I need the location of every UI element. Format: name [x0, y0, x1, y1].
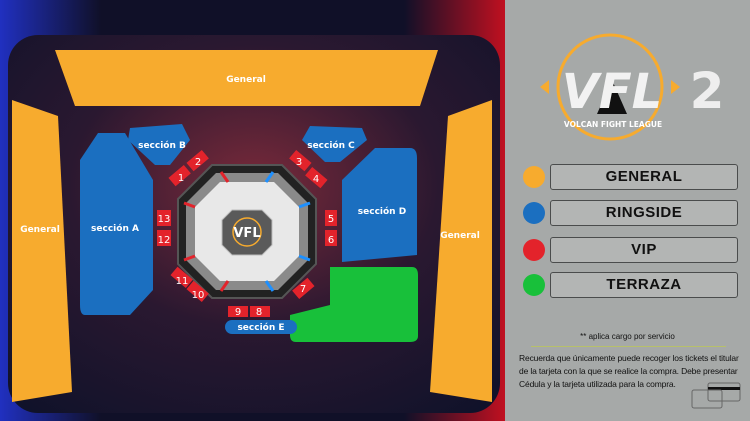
- legend-label: VIP: [550, 237, 738, 263]
- svg-text:13: 13: [158, 214, 171, 225]
- svg-text:2: 2: [195, 157, 201, 168]
- svg-text:2: 2: [690, 62, 725, 120]
- legend-label: TERRAZA: [550, 272, 738, 298]
- section-a[interactable]: sección A: [80, 133, 153, 315]
- svg-text:VFL: VFL: [233, 226, 260, 241]
- legend-label: RINGSIDE: [550, 200, 738, 226]
- svg-text:sección C: sección C: [307, 140, 355, 151]
- vip-seat-1[interactable]: 1: [168, 164, 191, 187]
- section-general-right[interactable]: General: [430, 100, 492, 402]
- pickup-info-text: Recuerda que únicamente puede recoger lo…: [519, 353, 739, 389]
- vip-seat-6[interactable]: 6: [325, 230, 337, 246]
- svg-text:1: 1: [178, 173, 184, 184]
- vip-seat-11[interactable]: 11: [170, 266, 193, 289]
- legend-general[interactable]: GENERAL: [523, 164, 738, 190]
- svg-text:General: General: [20, 225, 60, 235]
- venue-seat-map: General General General sección A secció…: [0, 0, 505, 421]
- svg-text:10: 10: [192, 290, 205, 301]
- general-color-dot: [523, 166, 545, 188]
- svg-text:General: General: [226, 75, 266, 85]
- svg-text:5: 5: [328, 214, 334, 225]
- section-e[interactable]: sección E: [225, 320, 297, 334]
- vip-seat-7[interactable]: 7: [292, 277, 315, 300]
- legend-terraza[interactable]: TERRAZA: [523, 272, 738, 298]
- vip-seat-4[interactable]: 4: [305, 166, 328, 189]
- vip-seat-3[interactable]: 3: [289, 149, 312, 172]
- vip-seat-13[interactable]: 13: [157, 210, 171, 226]
- svg-text:sección E: sección E: [237, 322, 284, 333]
- svg-text:4: 4: [313, 174, 319, 185]
- svg-text:VFL: VFL: [562, 64, 663, 120]
- legend-vip[interactable]: VIP: [523, 237, 738, 263]
- vfl2-logo: VFL 2 VOLCAN FIGHT LEAGUE: [540, 33, 725, 141]
- svg-text:11: 11: [176, 276, 189, 287]
- svg-text:9: 9: [235, 307, 241, 318]
- terraza-color-dot: [523, 274, 545, 296]
- octagon-cage: VFL: [177, 164, 317, 299]
- svg-text:General: General: [440, 231, 480, 241]
- section-c[interactable]: sección C: [302, 126, 367, 162]
- svg-text:8: 8: [256, 307, 262, 318]
- service-charge-note: ** aplica cargo por servicio: [580, 332, 675, 341]
- section-d[interactable]: sección D: [342, 148, 417, 262]
- svg-text:VOLCAN FIGHT LEAGUE: VOLCAN FIGHT LEAGUE: [564, 120, 662, 129]
- divider: [531, 346, 726, 347]
- vip-seat-2[interactable]: 2: [186, 149, 209, 172]
- svg-text:sección D: sección D: [358, 206, 406, 217]
- svg-text:7: 7: [300, 284, 306, 295]
- vip-seat-8[interactable]: 8: [250, 306, 270, 318]
- vip-seat-9[interactable]: 9: [228, 306, 248, 318]
- svg-text:3: 3: [296, 157, 302, 168]
- vip-seat-12[interactable]: 12: [157, 230, 171, 246]
- svg-text:12: 12: [158, 235, 171, 246]
- info-panel: VFL 2 VOLCAN FIGHT LEAGUE GENERAL RINGSI…: [505, 0, 750, 421]
- vip-seat-10[interactable]: 10: [186, 280, 209, 303]
- credit-card-icon: [691, 382, 741, 409]
- section-b[interactable]: sección B: [128, 124, 190, 165]
- legend-ringside[interactable]: RINGSIDE: [523, 200, 738, 226]
- vip-seat-5[interactable]: 5: [325, 210, 337, 226]
- section-general-left[interactable]: General: [12, 100, 72, 402]
- svg-text:sección B: sección B: [138, 140, 186, 151]
- svg-text:6: 6: [328, 235, 334, 246]
- ringside-color-dot: [523, 202, 545, 224]
- section-terraza[interactable]: [290, 267, 418, 342]
- legend-label: GENERAL: [550, 164, 738, 190]
- volcano-icon: [597, 80, 627, 114]
- section-general-top[interactable]: General: [55, 50, 438, 106]
- svg-text:sección A: sección A: [91, 223, 139, 234]
- vip-color-dot: [523, 239, 545, 261]
